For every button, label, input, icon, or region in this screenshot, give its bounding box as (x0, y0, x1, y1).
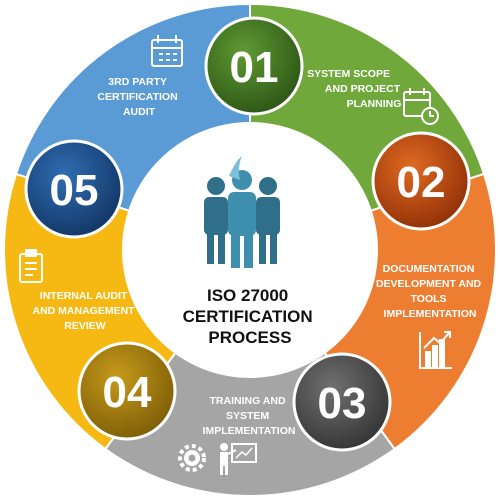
step-04-number: 04 (103, 368, 152, 417)
step-01-number: 01 (230, 43, 279, 92)
step-03-number-circle (292, 352, 392, 452)
gear-presentation-icon (178, 443, 257, 475)
center-title-line-1: ISO 27000 (207, 286, 288, 305)
step-01-number-circle (204, 16, 304, 116)
step-05-number-circle (24, 139, 124, 239)
step-05-number: 05 (50, 166, 99, 215)
step-05-label: 3RD PARTY CERTIFICATION AUDIT (97, 76, 180, 118)
calendar-clock-icon (403, 88, 439, 125)
center-title: ISO 27000 CERTIFICATION PROCESS (183, 286, 318, 347)
people-group-icon (204, 156, 280, 268)
calendar-icon (151, 35, 183, 67)
step-02-number: 02 (397, 158, 446, 207)
step-02-label: DOCUMENTATION DEVELOPMENT AND TOOLS IMPL… (376, 263, 484, 320)
bar-chart-growth-icon (419, 331, 452, 369)
step-02-number-circle (371, 131, 471, 231)
step-03-label: TRAINING AND SYSTEM IMPLEMENTATION (203, 395, 296, 437)
step-03-number: 03 (318, 379, 367, 428)
step-04-number-circle (77, 341, 177, 441)
center-title-line-2: CERTIFICATION (183, 307, 313, 326)
center-title-line-3: PROCESS (208, 328, 291, 347)
step-01-label: SYSTEM SCOPE AND PROJECT PLANNING (307, 68, 403, 110)
step-04-label: INTERNAL AUDIT AND MANAGEMENT REVIEW (33, 290, 138, 332)
clipboard-icon (19, 249, 43, 283)
